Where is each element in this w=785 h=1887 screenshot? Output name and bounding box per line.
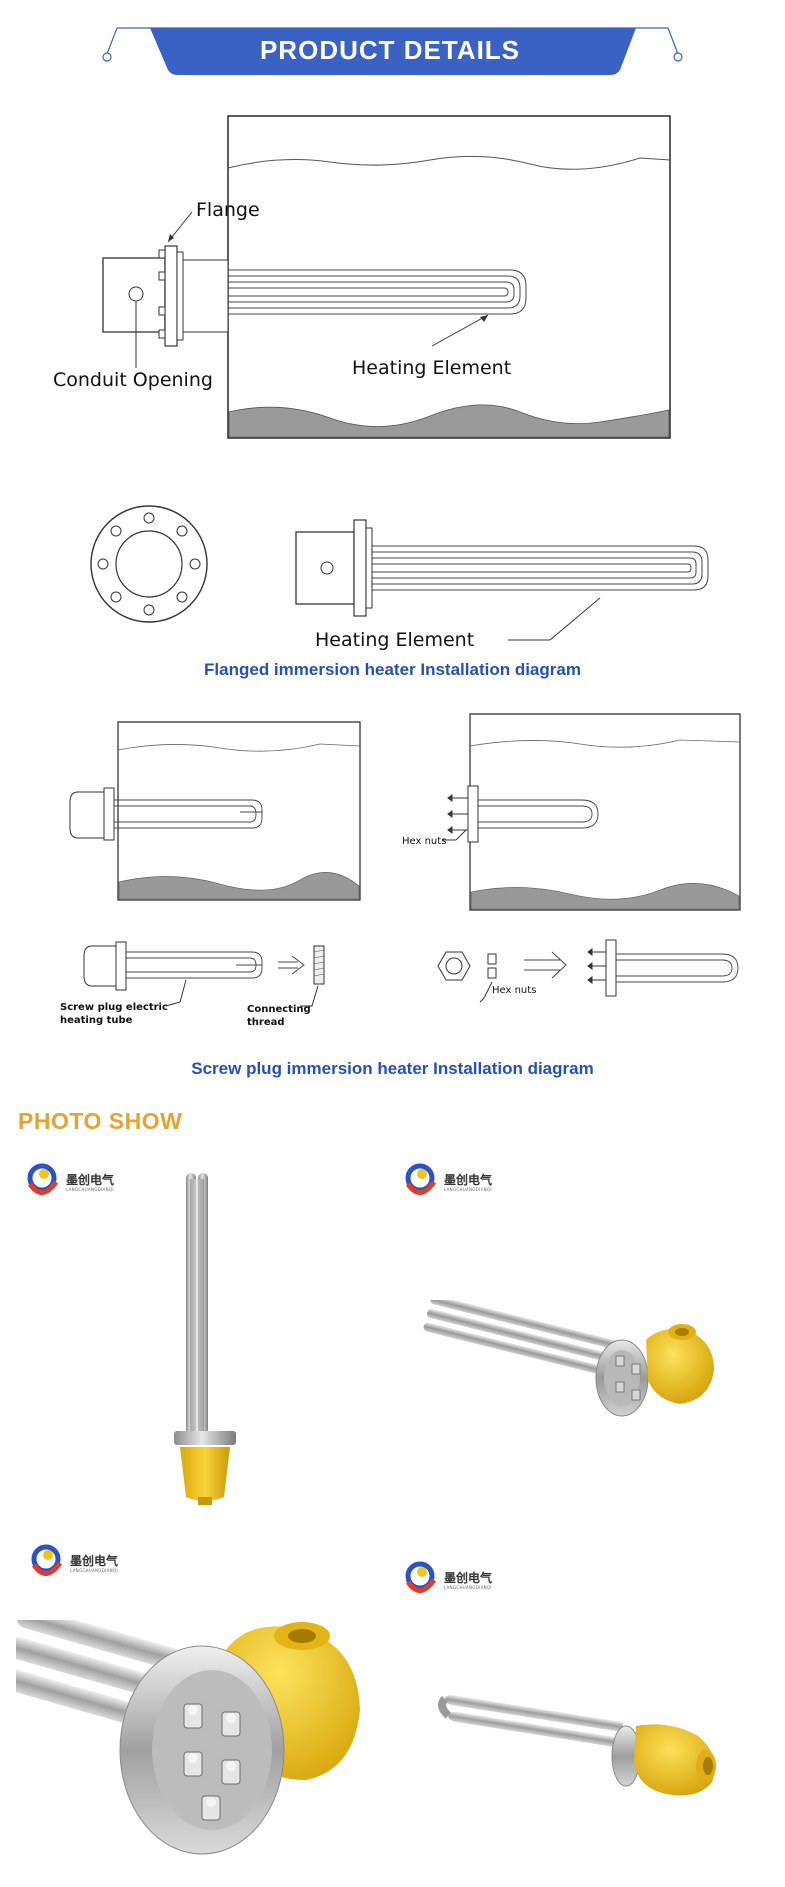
- photo-angled-heater: [423, 1300, 714, 1417]
- flange-detail-diagram: Heating Element: [90, 505, 709, 651]
- photo-closeup-heater: [16, 1620, 360, 1855]
- connecting-label-line2: thread: [247, 1017, 285, 1028]
- hex-nuts-label-2: Hex nuts: [492, 985, 536, 996]
- connecting-label-line1: Connecting: [247, 1004, 311, 1015]
- brand-logo-4: 墨创电气 LANGCHUANGDIANQI: [402, 1560, 492, 1600]
- screw-plug-diagram: Hex nuts Screw plug electric heating tub…: [60, 713, 741, 1028]
- screw-plug-diagram-caption: Screw plug immersion heater Installation…: [191, 1059, 594, 1078]
- photo-low-angled-heater: [438, 1695, 716, 1796]
- brand-logo: 墨创电气 LANGCHUANGDIANQI: [24, 1162, 114, 1202]
- hex-nuts-label: Hex nuts: [402, 836, 446, 847]
- heating-element-label: Heating Element: [352, 357, 511, 379]
- photo-vertical-heater: [174, 1173, 236, 1505]
- photo-show-title: PHOTO SHOW: [18, 1108, 183, 1134]
- flanged-diagram-caption: Flanged immersion heater Installation di…: [204, 660, 581, 679]
- header-banner: [102, 27, 683, 75]
- section-header: PRODUCT DETAILS: [0, 0, 785, 90]
- screw-plug-label-line1: Screw plug electric: [60, 1002, 168, 1013]
- heating-element-label-2: Heating Element: [315, 629, 474, 651]
- brand-logo-3: 墨创电气 LANGCHUANGDIANQI: [28, 1543, 118, 1583]
- screw-plug-label-line2: heating tube: [60, 1015, 133, 1026]
- brand-logo-2: 墨创电气 LANGCHUANGDIANQI: [402, 1162, 492, 1202]
- conduit-opening-label: Conduit Opening: [53, 369, 213, 391]
- flange-label: Flange: [196, 199, 260, 221]
- flanged-tank-diagram: Flange Conduit Opening Heating Element: [53, 115, 671, 439]
- page-title: PRODUCT DETAILS: [259, 35, 521, 65]
